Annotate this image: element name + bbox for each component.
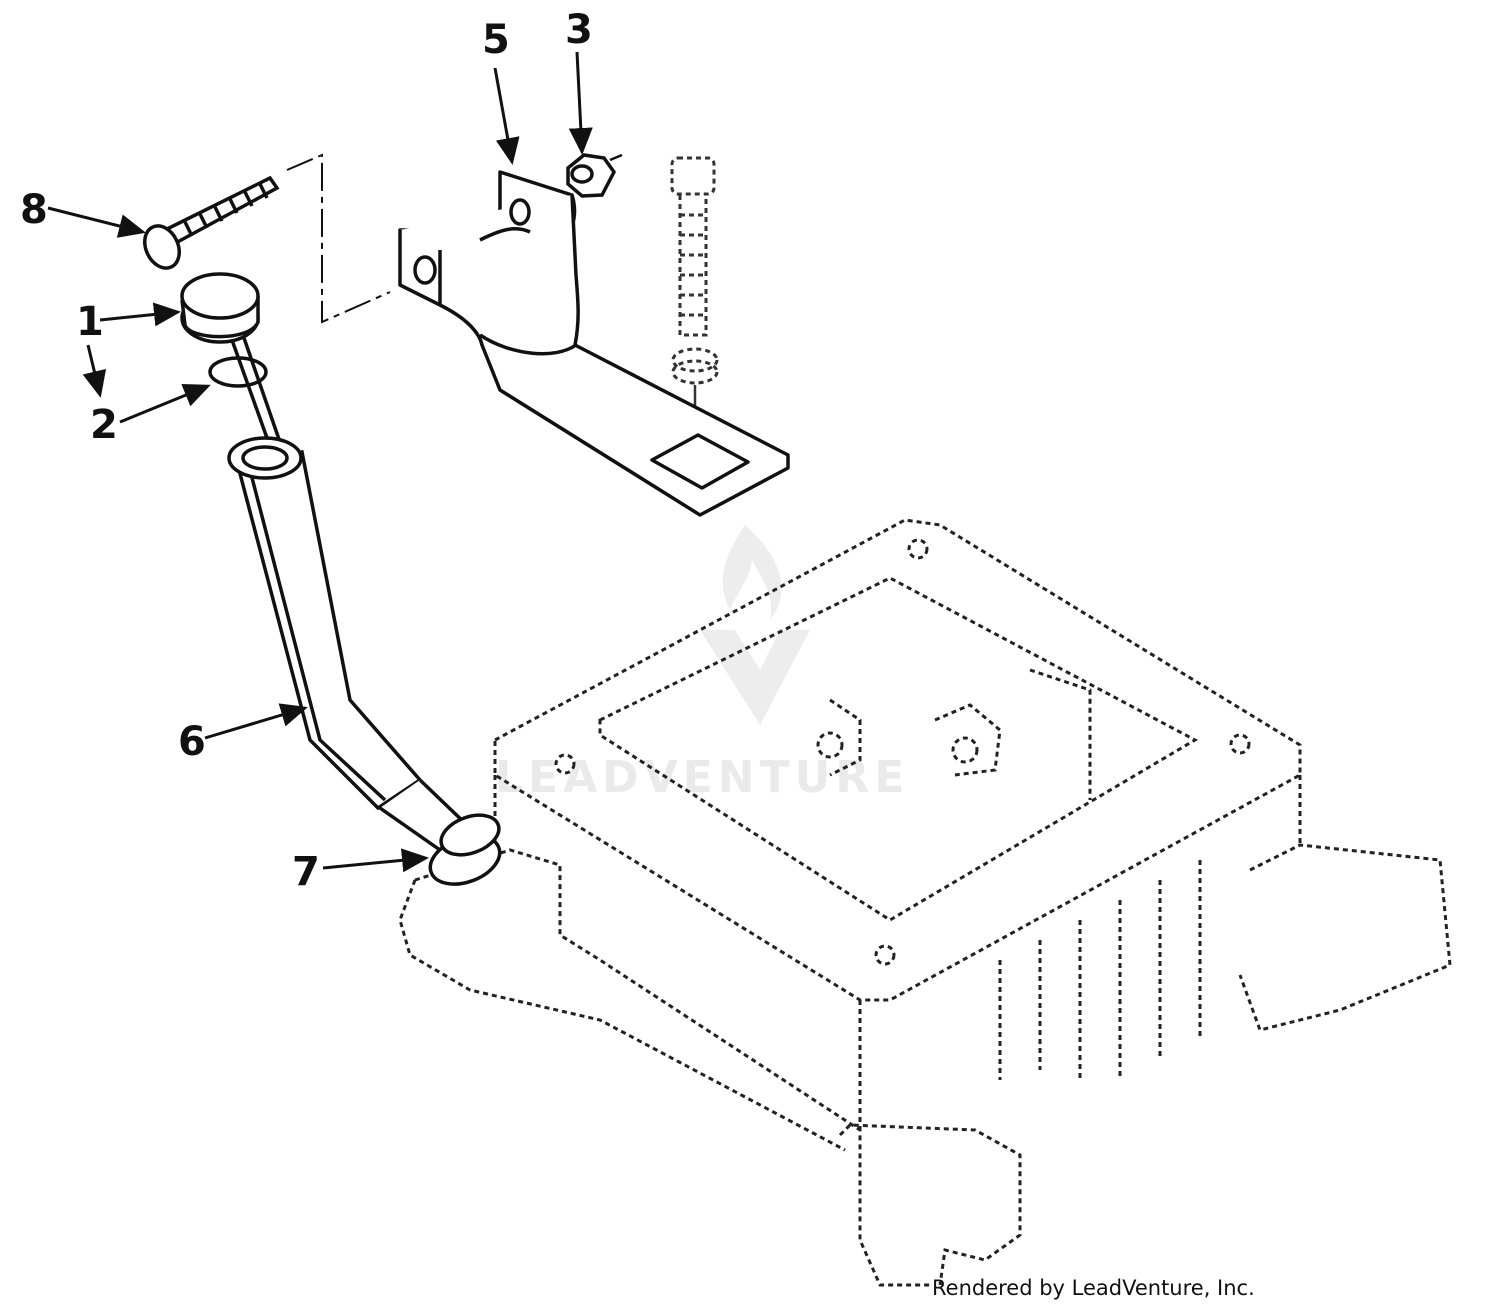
o-ring-part-2	[208, 356, 268, 388]
callout-1: 1	[76, 299, 104, 345]
grommet-part-7	[428, 813, 502, 886]
screw-part-8	[143, 175, 280, 270]
callout-8: 8	[20, 187, 48, 233]
bracket-part-5	[398, 170, 790, 517]
callout-7: 7	[292, 849, 320, 895]
leader-lines	[47, 51, 593, 873]
mounting-bolt-ghost	[670, 156, 719, 385]
callout-5: 5	[482, 17, 510, 63]
callout-3: 3	[565, 7, 593, 53]
assembly-guide-line	[286, 153, 391, 324]
nut-part-3	[566, 153, 617, 198]
leadventure-watermark: LEADVENTURE	[495, 525, 909, 803]
dipstick-tube-part-6	[227, 436, 473, 853]
transmission-housing	[398, 518, 1452, 1287]
callout-2: 2	[90, 402, 118, 448]
callout-6: 6	[178, 719, 206, 765]
render-credit: Rendered by LeadVenture, Inc.	[932, 1276, 1255, 1300]
watermark-text: LEADVENTURE	[495, 752, 909, 803]
dipstick-knob-part-1	[180, 272, 284, 453]
